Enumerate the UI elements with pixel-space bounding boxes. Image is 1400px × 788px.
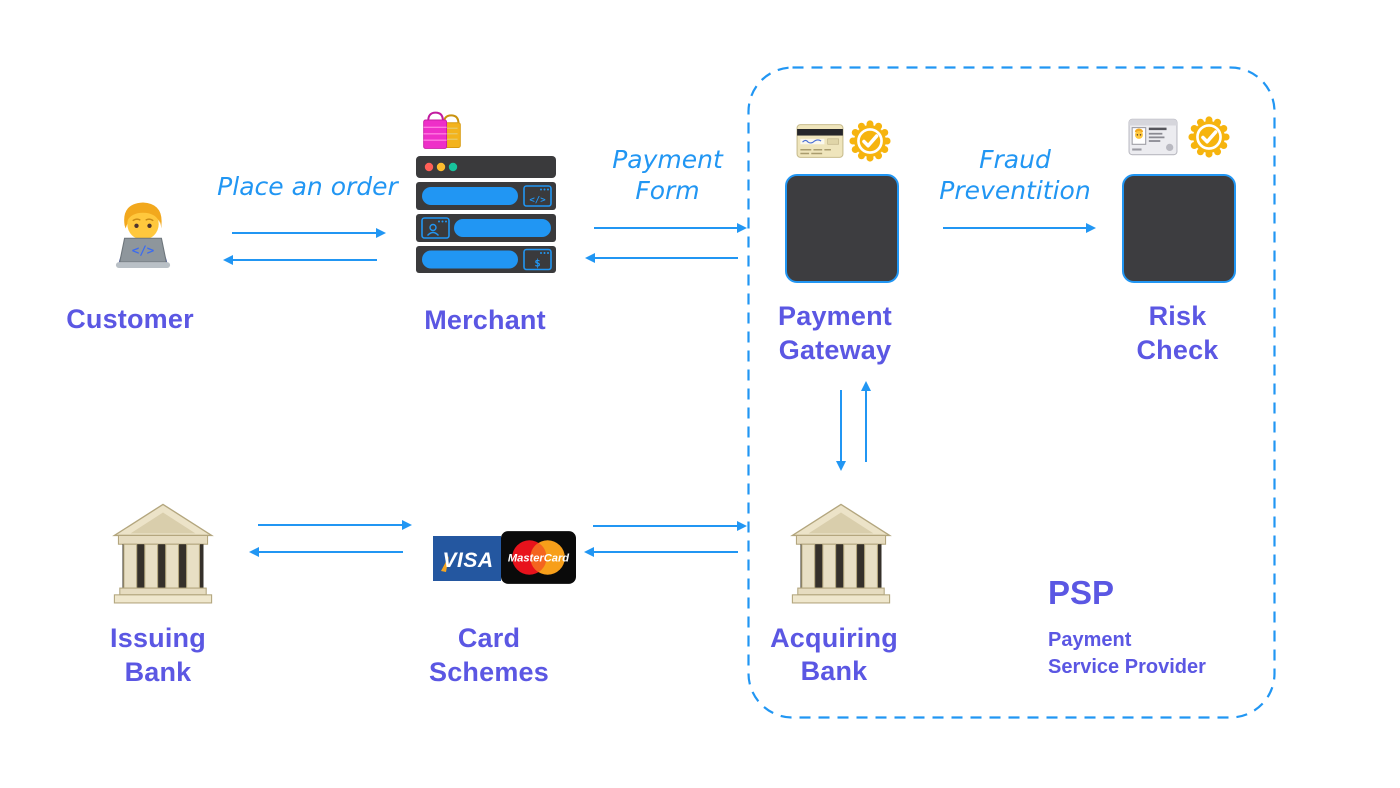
arrow-customer-to-merchant bbox=[232, 227, 386, 238]
visa-logo: VISA bbox=[433, 536, 501, 581]
risk-check-label-line2: Check bbox=[1136, 335, 1219, 365]
acquiring-bank-label-line2: Bank bbox=[800, 656, 868, 686]
acquiring-bank-label-line1: Acquiring bbox=[770, 623, 898, 653]
shopping-bags-icon bbox=[423, 111, 461, 149]
customer-label: Customer bbox=[66, 304, 194, 334]
arrow-gateway-to-acquiring bbox=[835, 390, 846, 471]
browser-dot-teal bbox=[448, 162, 458, 172]
risk-check-node bbox=[1122, 174, 1236, 283]
arrow-issuing-to-cardschemes bbox=[258, 519, 412, 530]
credit-card-icon bbox=[796, 124, 844, 158]
arrow-cardschemes-to-acquiring bbox=[593, 520, 747, 531]
psp-group-box bbox=[747, 66, 1276, 719]
visa-wordmark: VISA bbox=[442, 549, 493, 572]
payment-form-label-line2: Form bbox=[635, 176, 700, 205]
fraud-prevention-label-line2: Preventition bbox=[939, 176, 1091, 205]
bank-icon-issuing bbox=[112, 503, 214, 604]
svg-text:</>: </> bbox=[132, 243, 154, 258]
issuing-bank-label-line1: Issuing bbox=[110, 623, 206, 653]
risk-check-label-line1: Risk bbox=[1148, 301, 1207, 331]
payment-gateway-node bbox=[785, 174, 899, 283]
dollar-glyph: $ bbox=[534, 258, 540, 270]
verified-badge-icon bbox=[849, 120, 891, 162]
psp-title: PSP bbox=[1048, 574, 1115, 611]
card-schemes-label-line2: Schemes bbox=[429, 657, 549, 687]
psp-subtitle-line2: Service Provider bbox=[1048, 656, 1206, 678]
mastercard-logo: MasterCard bbox=[501, 531, 576, 584]
psp-subtitle-line1: Payment bbox=[1048, 629, 1132, 651]
merchant-browser-icon: </> $ bbox=[416, 156, 556, 273]
verified-badge-icon bbox=[1188, 116, 1230, 158]
man-technologist-icon: </> bbox=[115, 202, 171, 269]
merchant-label: Merchant bbox=[424, 305, 546, 335]
arrow-cardschemes-to-issuing bbox=[249, 546, 403, 557]
payment-gateway-label-line1: Payment bbox=[778, 301, 892, 331]
code-glyph: </> bbox=[529, 196, 546, 206]
payment-form-label-line1: Payment bbox=[612, 145, 723, 174]
mastercard-wordmark: MasterCard bbox=[508, 553, 569, 565]
user-icon bbox=[429, 223, 437, 232]
browser-dot-red bbox=[424, 162, 434, 172]
arrow-gateway-to-merchant bbox=[585, 252, 738, 263]
arrow-acquiring-to-cardschemes bbox=[584, 546, 738, 557]
browser-dot-yellow bbox=[436, 162, 446, 172]
payment-gateway-label-line2: Gateway bbox=[778, 335, 892, 365]
issuing-bank-label-line2: Bank bbox=[124, 657, 192, 687]
arrow-merchant-to-gateway bbox=[594, 222, 747, 233]
arrow-merchant-to-customer bbox=[223, 254, 377, 265]
id-card-icon bbox=[1128, 118, 1178, 156]
bank-icon-acquiring bbox=[790, 503, 892, 604]
fraud-prevention-label-line1: Fraud bbox=[979, 145, 1051, 174]
place-an-order-label: Place an order bbox=[217, 172, 398, 201]
arrow-acquiring-to-gateway bbox=[860, 381, 871, 462]
arrow-gateway-to-riskcheck bbox=[943, 222, 1096, 233]
card-schemes-label-line1: Card bbox=[457, 623, 521, 653]
